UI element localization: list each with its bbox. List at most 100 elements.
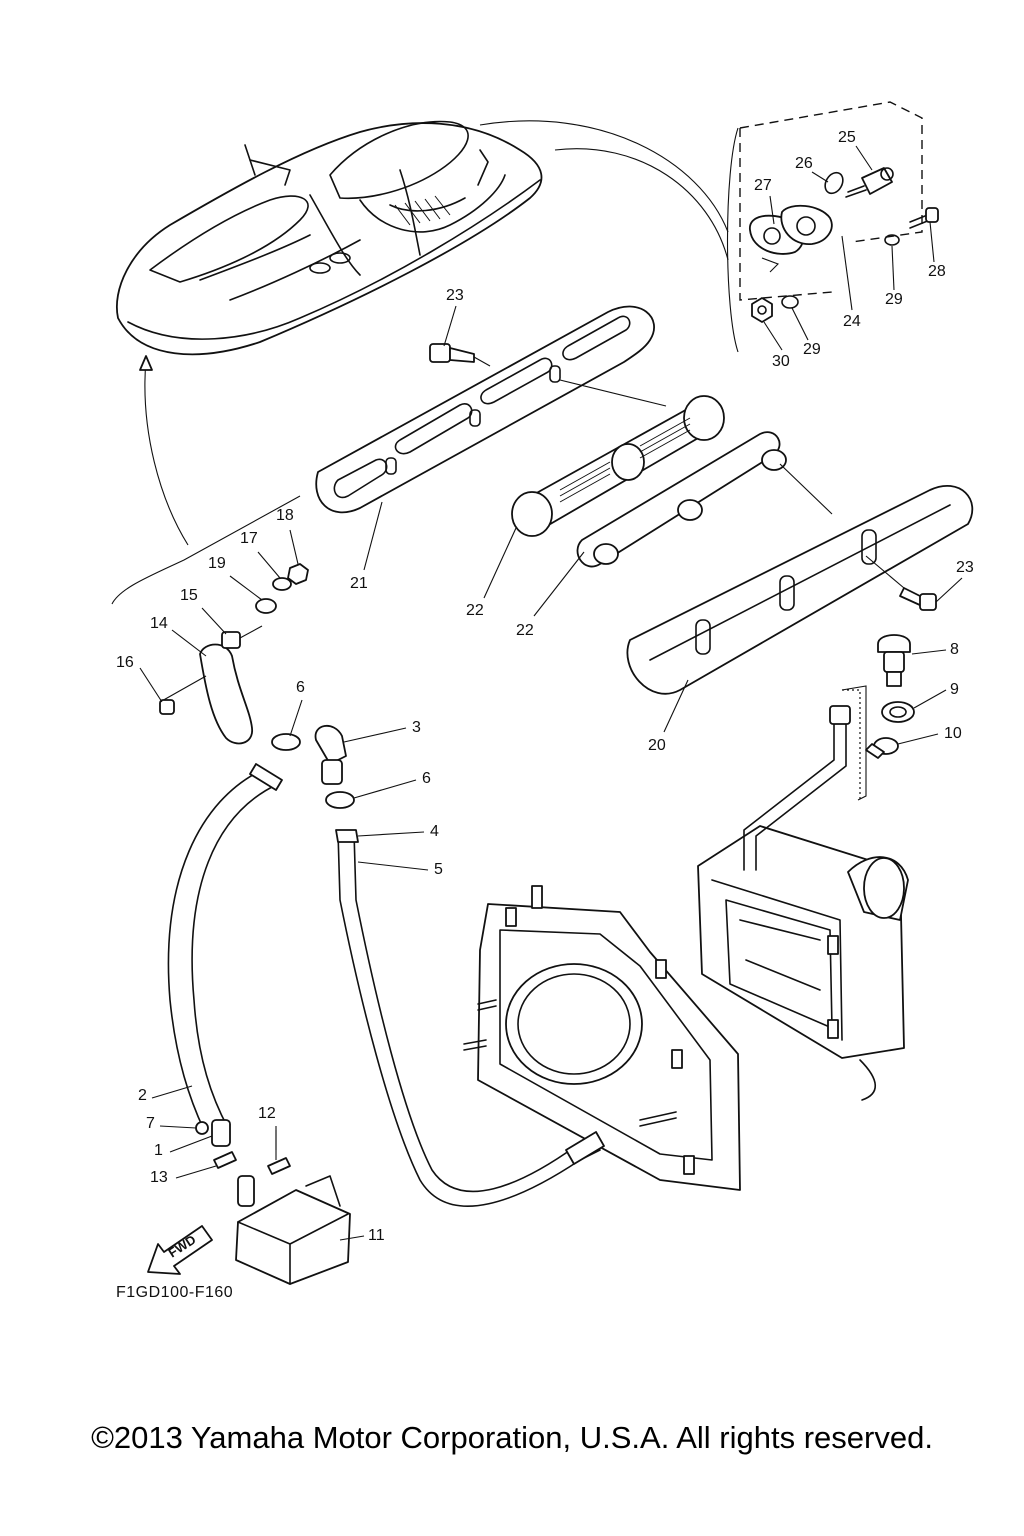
callout-30: 30 [772,353,790,370]
callout-17: 17 [240,530,258,547]
bracket-group-frame [111,495,301,605]
arc-arrowhead [139,355,153,371]
hose-2-end [249,763,283,791]
leader-line [913,689,947,709]
leader-line [257,551,281,579]
callout-28: 28 [928,263,946,280]
leader-line [841,235,853,311]
leader-line [855,145,873,171]
bypass-hose [743,711,847,871]
bracket-link-arc [144,359,189,546]
dotted-guide-a [842,689,861,800]
leader-22-to-20 [779,463,833,515]
callout-4: 4 [430,823,439,840]
callout-11: 11 [368,1227,385,1244]
drawing-code: F1GD100-F160 [116,1284,234,1301]
leader-line [663,679,689,733]
part-12-pin [267,1130,291,1175]
callout-9: 9 [950,681,959,698]
leader-line [151,1085,193,1099]
leader-line [483,527,517,599]
intake-grate [463,885,741,1191]
part-20-bracket [626,484,974,695]
leader-line [891,245,895,291]
part-19-washer [255,598,277,614]
callout-24: 24 [843,313,861,330]
leader-line [339,1235,365,1241]
leader-line [897,733,939,745]
leader-line [139,667,163,703]
callout-15: 15 [180,587,198,604]
leader-line [911,649,947,655]
callout-6: 6 [296,679,305,696]
callout-1: 1 [154,1142,163,1159]
watercraft-illustration [116,120,543,356]
callout-8: 8 [950,641,959,658]
part-15-bolt [221,631,241,649]
leader-line [935,577,963,603]
leader-21-to-22 [559,379,667,407]
callout-23: 23 [446,287,464,304]
callout-25: 25 [838,129,856,146]
leader-line [289,529,299,565]
callout-13: 13 [150,1169,168,1186]
watercraft-link-arc [479,120,729,233]
callout-21: 21 [350,575,368,592]
leader-line [229,575,263,601]
callout-labels: 2526272829242930231817191514162122222389… [116,129,974,1244]
leader-line [201,607,227,635]
part-13-pin [213,1151,237,1169]
part-6-clamp-lower [325,791,355,809]
part-1-fitting [211,1119,231,1147]
leader-line [159,1125,197,1129]
leader-line [343,727,407,743]
leader-line [929,221,935,263]
pump-housing [697,825,909,1101]
callout-29: 29 [885,291,903,308]
callout-12: 12 [258,1105,276,1122]
part-14-bracket [199,643,253,745]
leader-line [363,501,383,571]
copyright-notice: ©2013 Yamaha Motor Corporation, U.S.A. A… [91,1420,933,1455]
callout-14: 14 [150,615,168,632]
dotted-guide-b [841,685,867,801]
watercraft-link-arc-2 [554,148,729,261]
part-22-nozzle-lower [576,431,787,568]
leader-line [357,831,425,837]
leader-line [357,861,429,871]
callout-20: 20 [648,737,666,754]
inset-group [726,101,939,353]
leader-line [353,779,417,799]
callout-18: 18 [276,507,294,524]
leader-line [811,171,829,183]
callout-3: 3 [412,719,421,736]
leader-line [763,321,783,351]
leader-lines [139,145,963,1241]
callout-5: 5 [434,861,443,878]
bypass-hose-end [829,705,851,725]
callout-29: 29 [803,341,821,358]
callout-6: 6 [422,770,431,787]
hose-5 [337,831,601,1207]
callout-2: 2 [138,1087,147,1104]
callout-23: 23 [956,559,974,576]
leader-line [175,1165,217,1179]
part-22-nozzle-upper [511,395,725,537]
parts-8-9-10 [865,634,915,759]
leader-line [169,1135,213,1153]
hose-2 [167,769,279,1131]
callout-10: 10 [944,725,962,742]
part-17-washer [272,577,292,591]
callout-16: 16 [116,654,134,671]
leader-line [791,307,809,341]
callout-7: 7 [146,1115,155,1132]
part-3-fitting [314,725,347,785]
callout-26: 26 [795,155,813,172]
part-18-nut [287,563,309,585]
fwd-arrow-icon: FWD [147,1225,213,1275]
part-21-bracket [315,305,655,514]
leader-line [289,699,303,737]
hose-5-coupler [565,1131,605,1165]
leader-line [769,195,775,225]
